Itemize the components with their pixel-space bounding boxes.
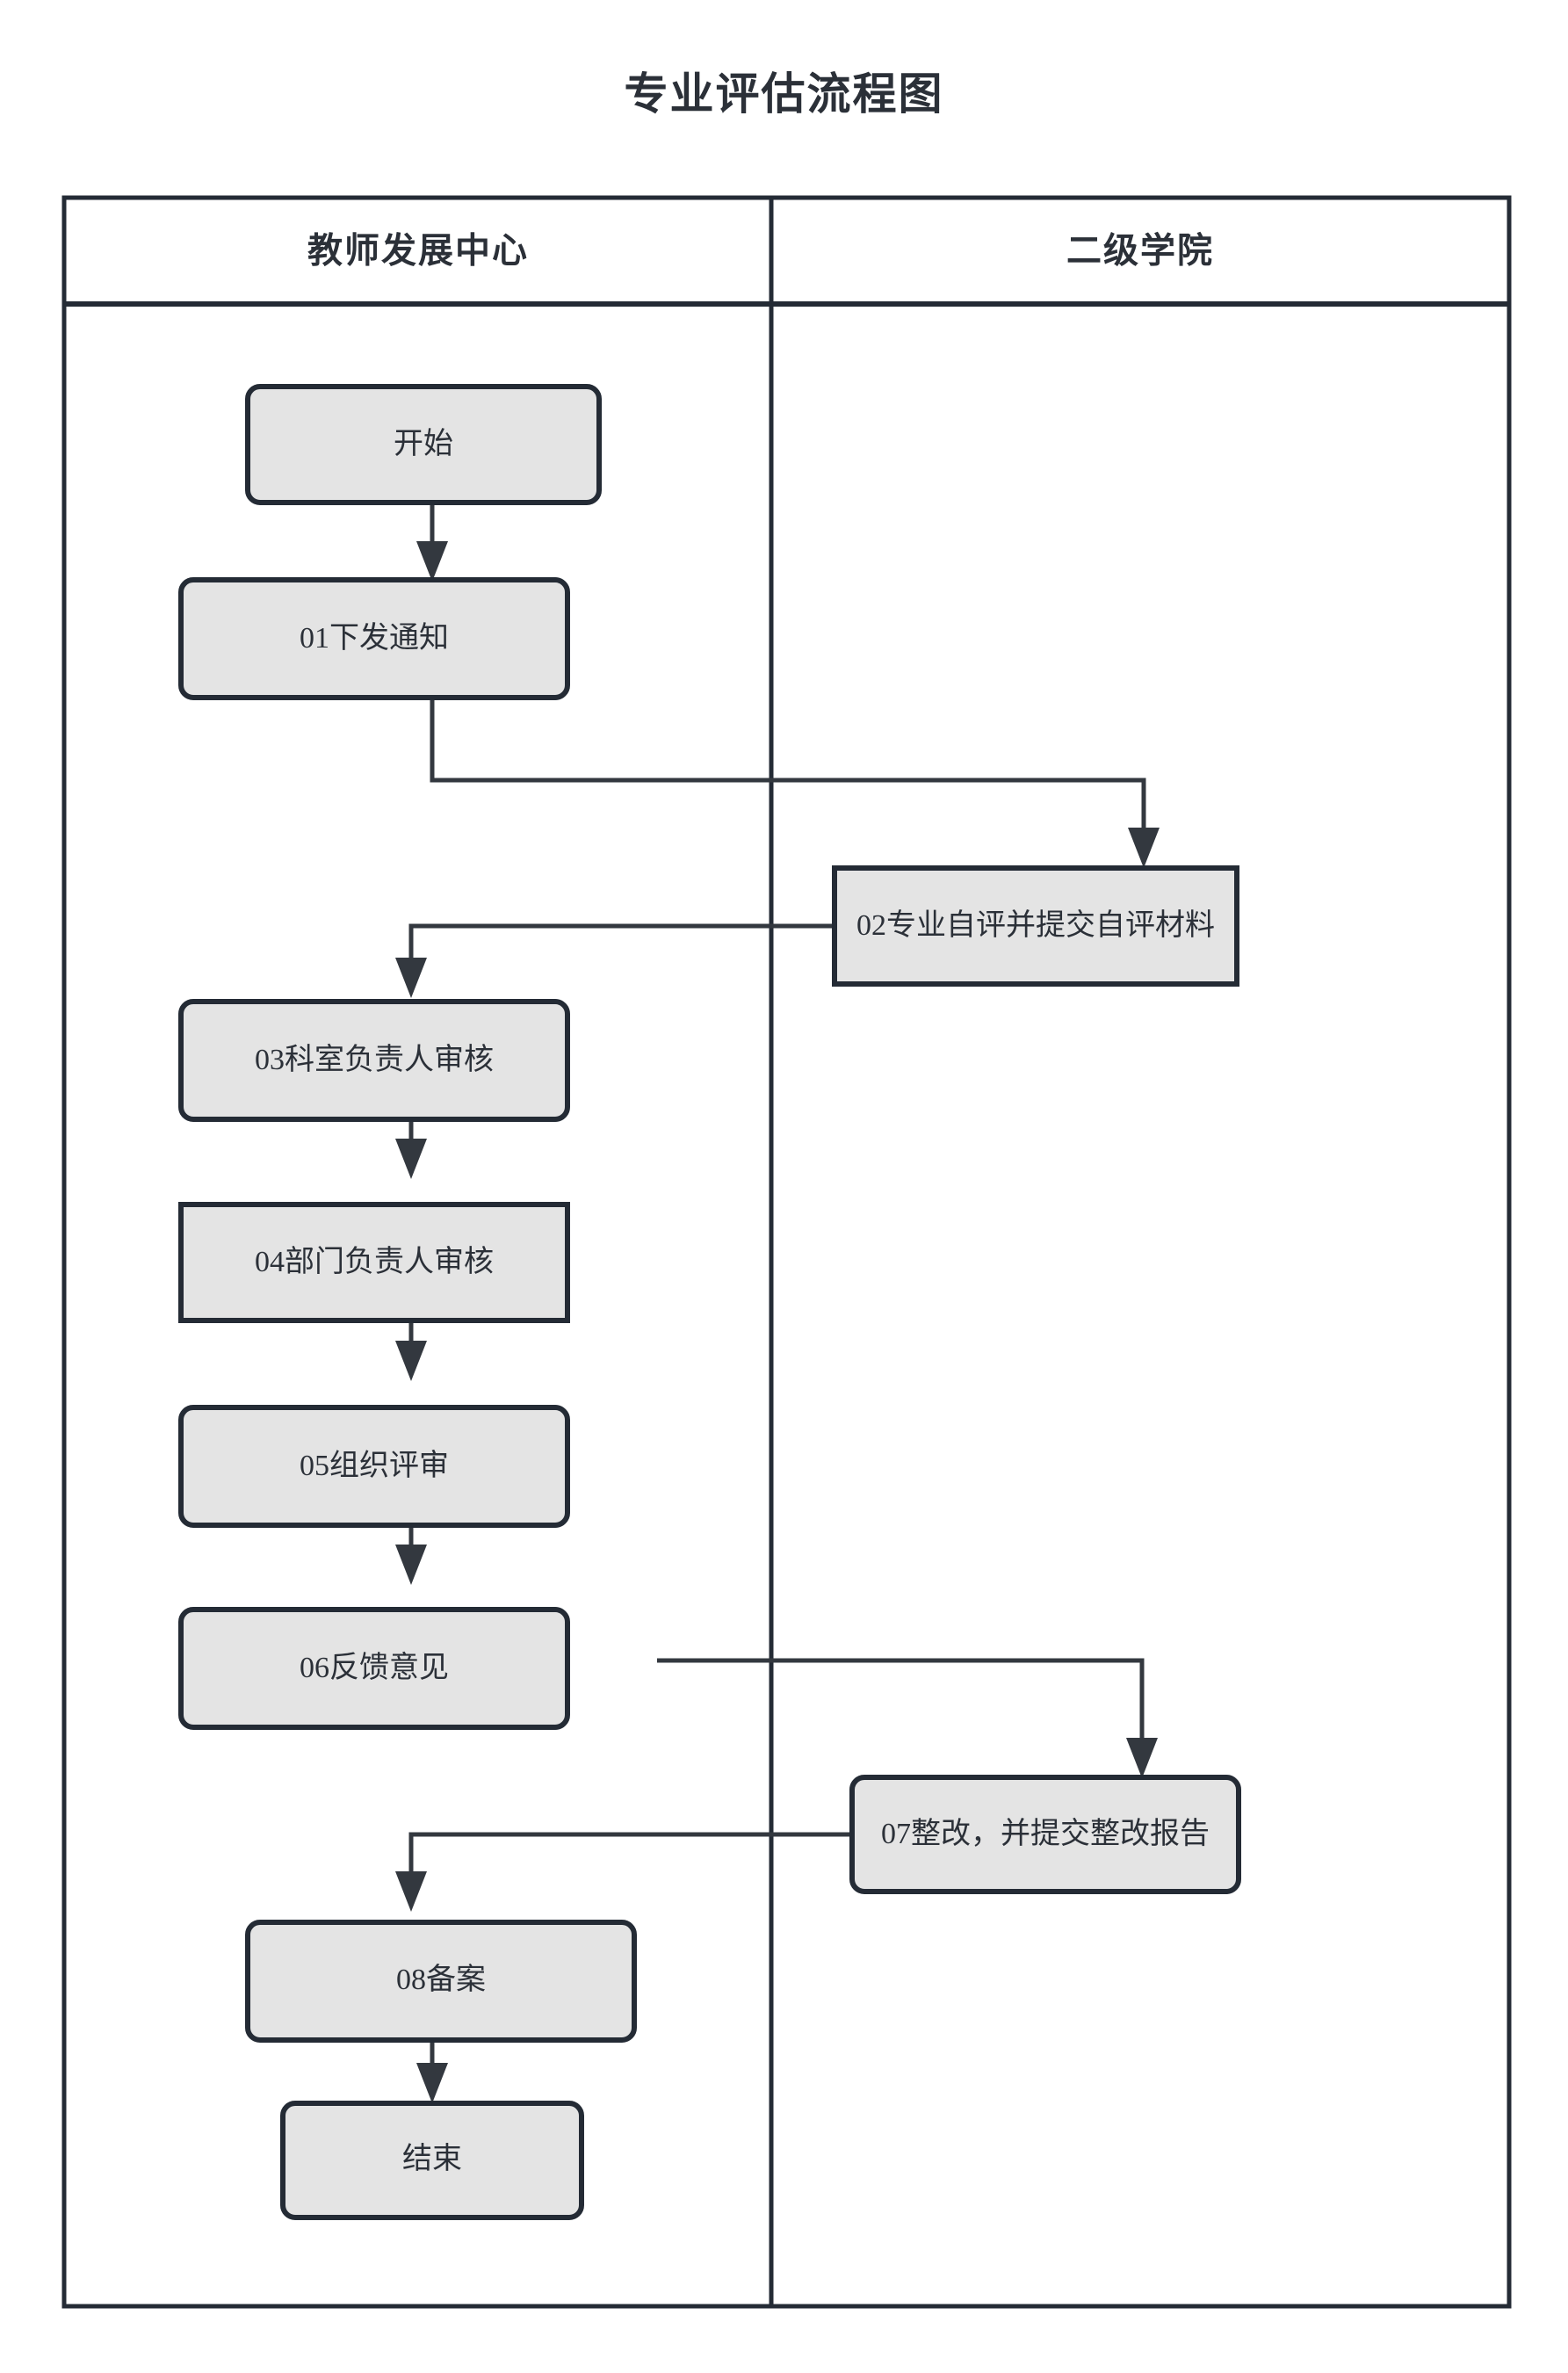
node-08[interactable]: 08备案	[245, 1920, 637, 2043]
node-02-label: 02专业自评并提交自评材料	[856, 908, 1215, 942]
node-start-box[interactable]	[245, 384, 602, 505]
node-03[interactable]: 03科室负责人审核	[178, 999, 570, 1122]
node-01[interactable]: 01下发通知	[178, 577, 570, 700]
node-04-label: 04部门负责人审核	[255, 1245, 494, 1278]
node-start[interactable]: 开始	[245, 384, 602, 505]
node-07-label: 07整改，并提交整改报告	[881, 1817, 1210, 1850]
node-06-label: 06反馈意见	[300, 1651, 449, 1684]
node-04-box[interactable]	[178, 1202, 570, 1323]
edge-03-to-04	[395, 1118, 427, 1179]
lane-header-right: 二级学院	[1066, 232, 1214, 271]
node-06[interactable]: 06反馈意见	[178, 1607, 570, 1730]
node-end-label: 结束	[402, 2142, 462, 2175]
node-end-box[interactable]	[280, 2101, 584, 2220]
node-end[interactable]: 结束	[280, 2101, 584, 2220]
edge-02-to-03	[395, 923, 833, 998]
node-05-label: 05组织评审	[300, 1449, 449, 1482]
node-07[interactable]: 07整改，并提交整改报告	[849, 1775, 1241, 1894]
edge-start-to-01	[416, 503, 448, 582]
lane-header-left: 教师发展中心	[307, 232, 529, 271]
page-title: 专业评估流程图	[624, 69, 944, 119]
node-03-label: 03科室负责人审核	[255, 1043, 494, 1076]
node-04[interactable]: 04部门负责人审核	[178, 1202, 570, 1323]
node-06-box[interactable]	[178, 1607, 570, 1730]
node-05-box[interactable]	[178, 1405, 570, 1528]
edge-08-to-end	[416, 2040, 448, 2103]
node-07-box[interactable]	[849, 1775, 1241, 1894]
node-05[interactable]: 05组织评审	[178, 1405, 570, 1528]
edge-06-to-07	[657, 1658, 1158, 1778]
node-01-label: 01下发通知	[300, 621, 449, 655]
node-08-box[interactable]	[245, 1920, 637, 2043]
swimlane-frame	[61, 195, 1512, 2309]
node-02[interactable]: 02专业自评并提交自评材料	[832, 865, 1239, 987]
node-02-box[interactable]	[832, 865, 1239, 987]
node-03-box[interactable]	[178, 999, 570, 1122]
edge-01-to-02	[430, 697, 1160, 868]
edge-05-to-06	[395, 1522, 427, 1585]
node-08-label: 08备案	[396, 1963, 486, 1996]
edge-04-to-05	[395, 1318, 427, 1381]
node-start-label: 开始	[394, 427, 453, 460]
edge-07-to-08	[395, 1832, 850, 1912]
node-01-box[interactable]	[178, 577, 570, 700]
